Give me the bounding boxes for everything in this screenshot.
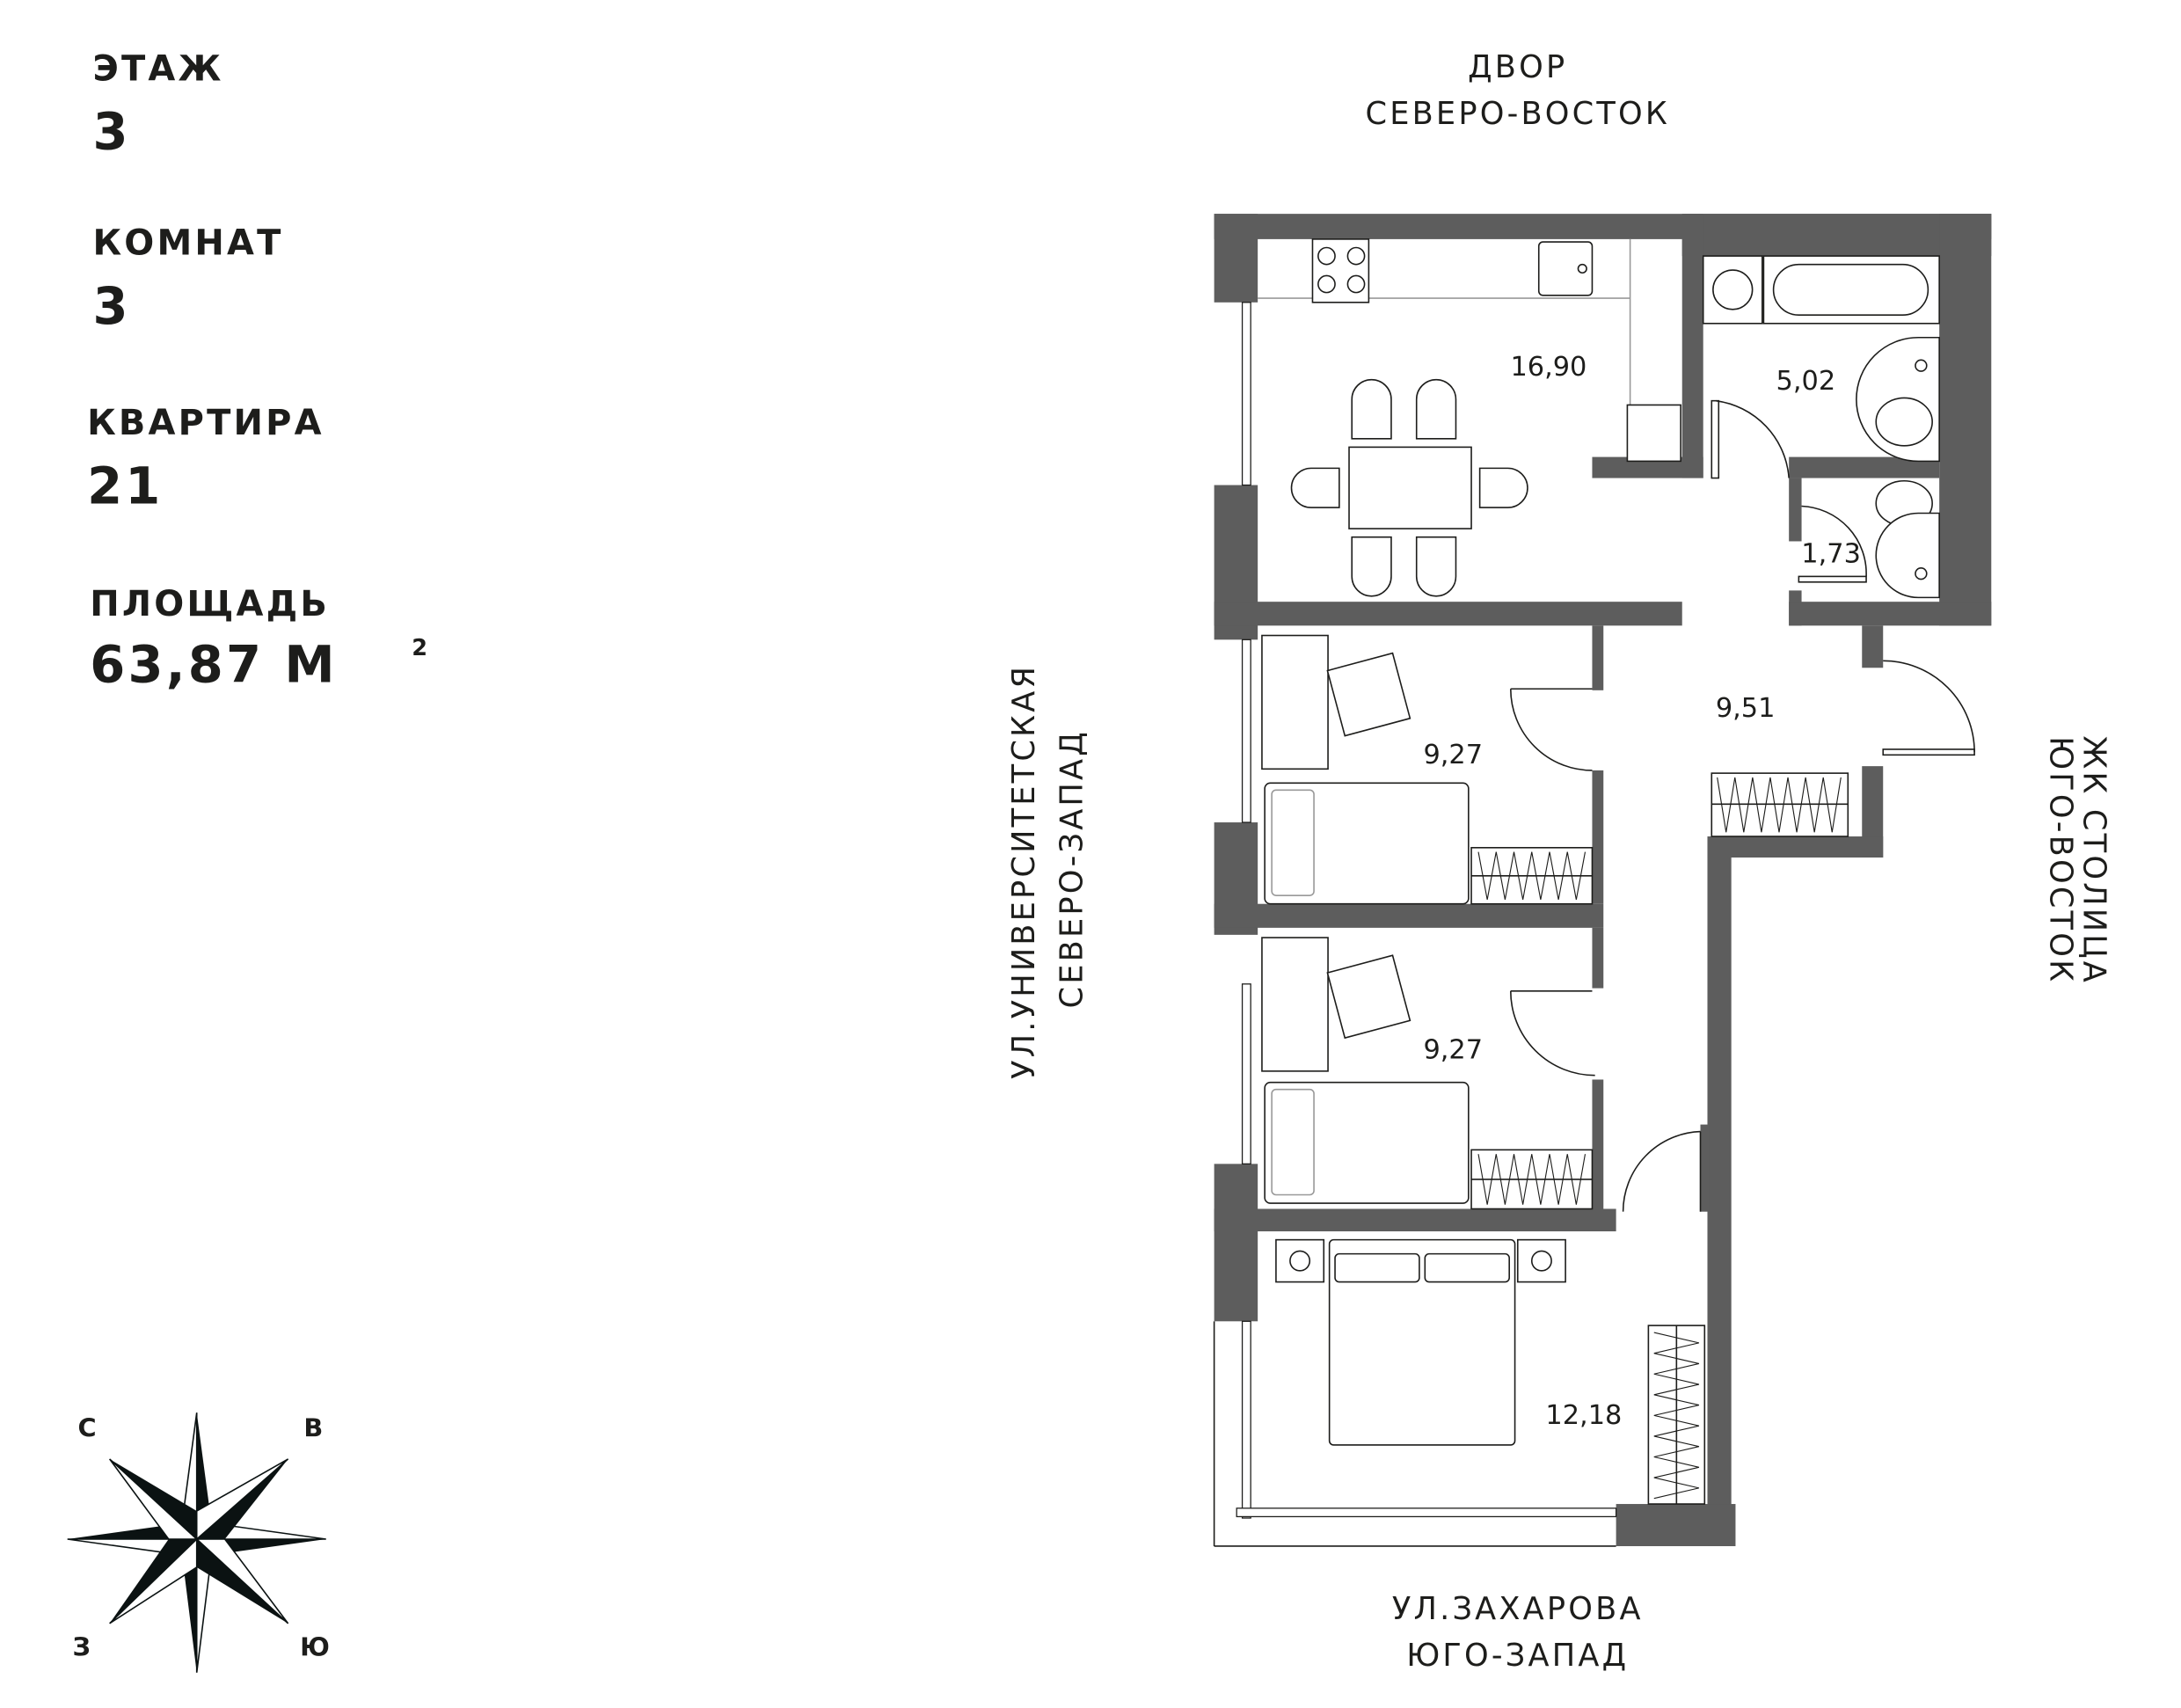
wardrobe-hangers-icon — [1477, 851, 1587, 901]
room-area-hall: 9,51 — [1716, 693, 1776, 724]
left-label-line1: УЛ.УНИВЕРСИТЕТСКАЯ — [1006, 664, 1042, 1079]
bedroom1-furniture — [1261, 634, 1594, 905]
rooms-label: КОМНАТ — [92, 223, 283, 263]
washbasin-icon — [1875, 512, 1940, 599]
apartment-info: ЭТАЖ 3 КОМНАТ 3 КВАРТИРА 21 ПЛОЩАДЬ 63,8… — [87, 48, 430, 694]
wardrobe-hangers-icon — [1653, 1332, 1700, 1500]
top-label-line1: ДВОР — [1468, 49, 1567, 85]
floor-label: ЭТАЖ — [92, 48, 223, 89]
top-label-line2: СЕВЕРО-ВОСТОК — [1366, 96, 1671, 132]
compass-west-label: З — [72, 1632, 90, 1662]
room-area-bedroom1: 9,27 — [1423, 740, 1483, 770]
right-label-line1: ЖК СТОЛИЦА — [2076, 735, 2112, 985]
kitchen-furniture — [1258, 238, 1681, 597]
bedroom3-furniture — [1275, 1238, 1706, 1505]
room-area-wc: 1,73 — [1801, 538, 1861, 569]
nightstand — [1275, 1238, 1325, 1283]
area-unit-superscript: 2 — [412, 635, 430, 661]
single-bed — [1264, 782, 1470, 905]
walls — [1214, 214, 1992, 1546]
compass-south-label: Ю — [300, 1632, 330, 1662]
bedroom2-furniture — [1261, 937, 1594, 1210]
compass-rose-icon — [67, 1412, 326, 1673]
apartment-label: КВАРТИРА — [87, 403, 325, 443]
doors — [1509, 399, 1975, 1212]
floor-value: 3 — [92, 103, 130, 162]
sink-icon — [1537, 241, 1594, 296]
room-area-bedroom3: 12,18 — [1545, 1400, 1622, 1431]
apartment-value: 21 — [87, 456, 163, 515]
armchair-icon — [1326, 652, 1411, 737]
wardrobe-hangers-icon — [1477, 1154, 1587, 1205]
rooms-value: 3 — [92, 277, 130, 336]
bottom-label-line2: ЮГО-ЗАПАД — [1406, 1638, 1629, 1674]
compass-east-label: В — [303, 1412, 323, 1442]
desk — [1261, 937, 1329, 1072]
right-label-line2: ЮГО-ВОСТОК — [2042, 736, 2078, 984]
bottom-label-line1: УЛ.ЗАХАРОВА — [1392, 1591, 1644, 1627]
room-area-bedroom2: 9,27 — [1423, 1035, 1483, 1066]
area-label: ПЛОЩАДЬ — [90, 584, 330, 624]
wardrobe-hangers-icon — [1717, 777, 1842, 833]
double-bed — [1328, 1238, 1516, 1446]
room-area-bathroom: 5,02 — [1776, 366, 1836, 397]
area-value: 63,87 М — [90, 635, 338, 694]
toilet-icon — [1875, 397, 1933, 447]
dining-table — [1348, 446, 1472, 529]
desk — [1261, 634, 1329, 770]
room-area-kitchen: 16,90 — [1510, 352, 1587, 383]
compass-north-label: С — [78, 1412, 97, 1442]
armchair-icon — [1326, 954, 1411, 1040]
windows — [1213, 302, 1617, 1547]
bathroom-fixtures — [1702, 255, 1940, 599]
fridge-icon — [1626, 404, 1681, 463]
left-label-line2: СЕВЕРО-ЗАПАД — [1054, 729, 1090, 1008]
single-bed — [1264, 1081, 1470, 1204]
